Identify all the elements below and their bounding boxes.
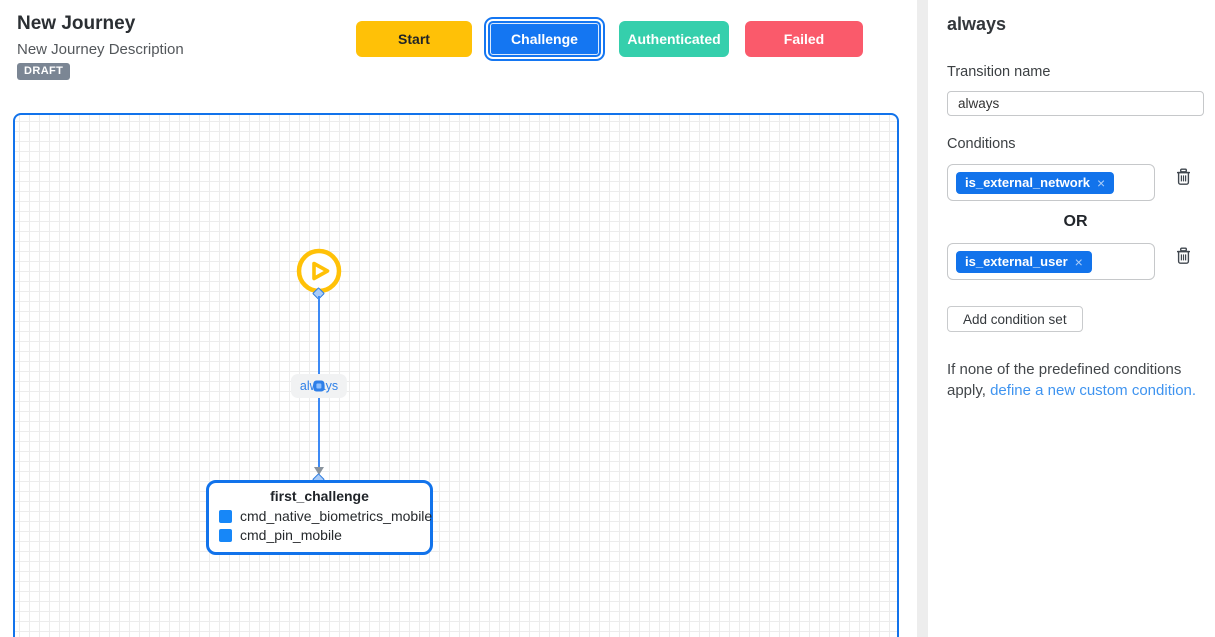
edge-label-always[interactable]: always: [290, 374, 348, 398]
status-badge: DRAFT: [17, 63, 71, 80]
condition-set-1[interactable]: is_external_network ×: [947, 164, 1155, 201]
command-square-icon: [219, 528, 232, 542]
trash-icon: [1176, 168, 1190, 185]
edge-arrowhead-icon: [314, 467, 324, 475]
panel-title: always: [947, 14, 1007, 34]
add-condition-set-button[interactable]: Add condition set: [947, 306, 1083, 332]
condition-chip-label: is_external_user: [965, 254, 1068, 269]
condition-joiner-or: OR: [1063, 213, 1088, 230]
edge-condition-icon[interactable]: [313, 380, 325, 392]
transition-properties-panel: always Transition name Conditions is_ext…: [928, 0, 1215, 637]
node-command-row[interactable]: cmd_pin_mobile: [219, 527, 420, 543]
challenge-state-button[interactable]: Challenge: [488, 21, 601, 57]
hint-text: If none of the predefined conditions app…: [947, 361, 1182, 399]
challenge-state-selected-ring: Challenge: [484, 17, 605, 61]
transition-name-label: Transition name: [947, 64, 1051, 80]
page-title: New Journey: [17, 13, 136, 34]
condition-chip-label: is_external_network: [965, 175, 1091, 190]
failed-state-button[interactable]: Failed: [745, 21, 863, 57]
flow-canvas[interactable]: always first_challenge cmd_native_biomet…: [13, 113, 899, 637]
first-challenge-node[interactable]: first_challenge cmd_native_biometrics_mo…: [206, 480, 433, 555]
chip-remove-icon[interactable]: ×: [1074, 253, 1083, 270]
custom-condition-hint: If none of the predefined conditions app…: [947, 359, 1209, 401]
define-custom-condition-link[interactable]: define a new custom condition.: [990, 382, 1197, 399]
condition-set-2[interactable]: is_external_user ×: [947, 243, 1155, 280]
condition-chip[interactable]: is_external_user ×: [956, 250, 1092, 273]
node-command-row[interactable]: cmd_native_biometrics_mobile: [219, 508, 432, 524]
delete-condition-set-1-button[interactable]: [1174, 168, 1192, 186]
start-state-button[interactable]: Start: [356, 21, 472, 57]
node-title: first_challenge: [270, 488, 369, 504]
condition-chip[interactable]: is_external_network ×: [956, 171, 1115, 194]
transition-name-input[interactable]: [947, 91, 1204, 116]
play-icon: [296, 248, 342, 294]
command-label: cmd_pin_mobile: [240, 527, 342, 543]
page-description: New Journey Description: [17, 41, 184, 58]
chip-remove-icon[interactable]: ×: [1097, 174, 1106, 191]
panel-resizer[interactable]: [917, 0, 928, 637]
authenticated-state-button[interactable]: Authenticated: [619, 21, 729, 57]
command-square-icon: [219, 509, 232, 523]
delete-condition-set-2-button[interactable]: [1174, 247, 1192, 265]
start-node[interactable]: [296, 248, 342, 294]
conditions-label: Conditions: [947, 136, 1016, 152]
command-label: cmd_native_biometrics_mobile: [240, 508, 433, 524]
trash-icon: [1176, 247, 1190, 264]
